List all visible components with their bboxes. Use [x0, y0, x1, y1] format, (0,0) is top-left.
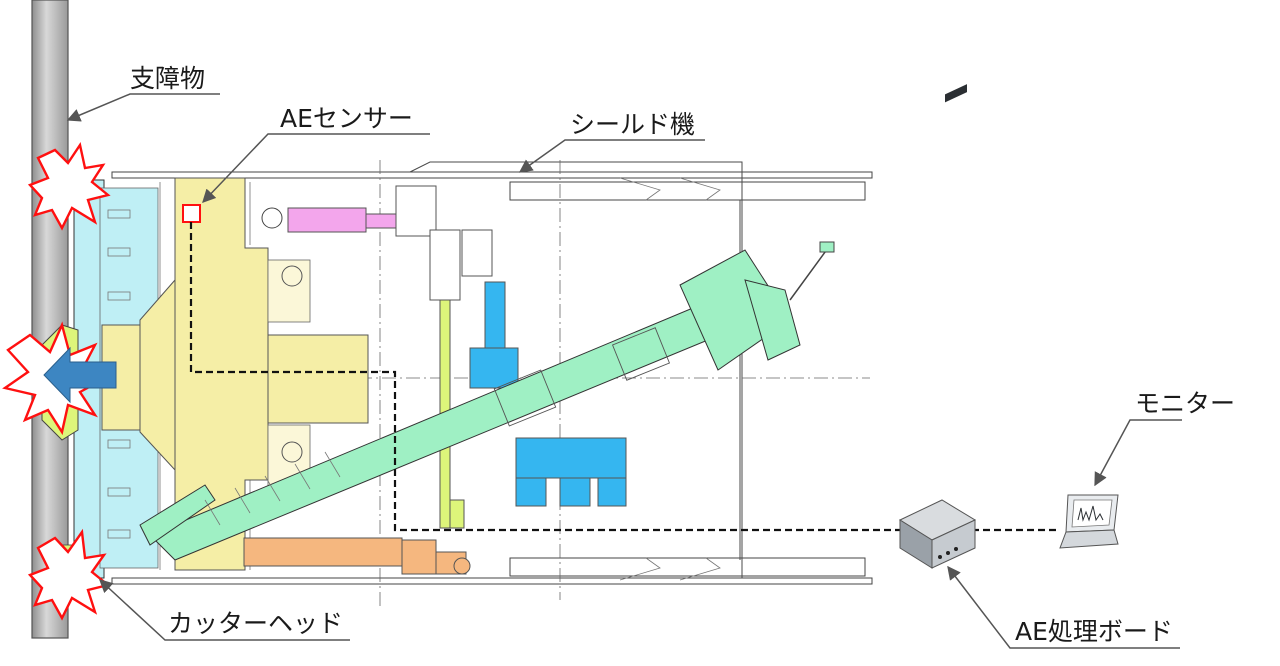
screw-flight	[139, 484, 216, 546]
jack-cylinder	[287, 207, 367, 233]
main-bearing	[267, 334, 369, 424]
label-ae-sensor: AEセンサー	[280, 104, 413, 133]
thrust-cylinder	[243, 537, 403, 567]
label-obstacle: 支障物	[130, 64, 205, 93]
shield-skin-bottom-tail	[509, 557, 866, 577]
ae-sensor-marker	[182, 204, 201, 223]
shield-skin-top	[111, 171, 873, 179]
shield-skin-bottom	[111, 577, 873, 585]
screw-conveyor	[139, 241, 835, 561]
label-cutter-head: カッターヘッド	[168, 609, 343, 638]
signal-cable	[189, 222, 1060, 532]
impact-burst-bottom	[27, 528, 111, 621]
impact-burst-top	[27, 141, 111, 231]
shield-skin-top-tail	[509, 181, 866, 201]
thrust-arrow	[43, 346, 117, 404]
blue-motor-upper	[484, 281, 506, 349]
label-shield-machine: シールド機	[570, 110, 695, 139]
monitor-laptop	[1059, 494, 1119, 549]
erector-jack	[261, 185, 437, 237]
blue-motor-lower	[515, 437, 627, 479]
label-ae-board: AE処理ボード	[1015, 617, 1173, 646]
leader-lines	[66, 93, 1182, 649]
ae-board-device	[898, 84, 977, 569]
drive-cone	[139, 278, 176, 472]
erector-frame	[429, 229, 627, 529]
label-monitor: モニター	[1135, 389, 1235, 418]
thrust-jack	[243, 537, 471, 575]
obstacle-pipe	[31, 0, 69, 639]
bulkhead	[139, 177, 369, 571]
